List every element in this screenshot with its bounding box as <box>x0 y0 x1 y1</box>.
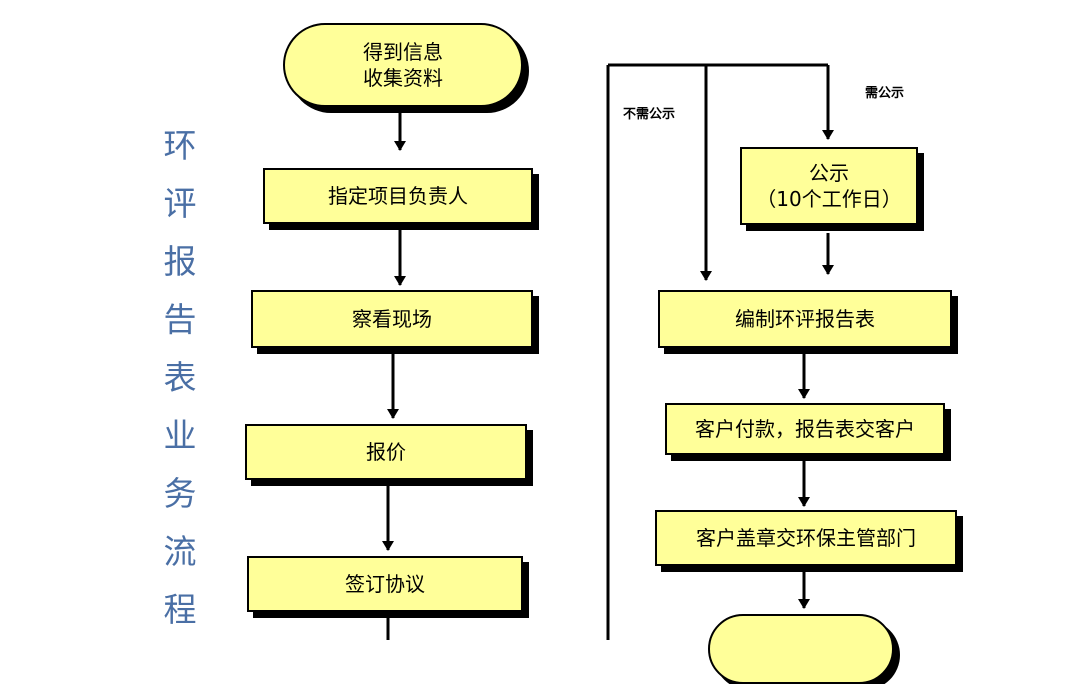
label-no-publicity: 不需公示 <box>623 107 676 122</box>
step-label: 编制环评报告表 <box>735 307 875 331</box>
label-need-publicity: 需公示 <box>865 86 905 101</box>
step-quotation: 报价 <box>245 424 527 480</box>
title-char: 流 <box>163 532 197 571</box>
title-char: 报 <box>163 242 197 281</box>
title-char: 业 <box>163 416 197 455</box>
vertical-title: 环 评 报 告 表 业 务 流 程 <box>158 124 202 646</box>
step-submit-to-authority: 客户盖章交环保主管部门 <box>655 510 957 566</box>
start-line1: 得到信息 <box>363 40 443 64</box>
publicity-line2: （10个工作日） <box>756 187 902 211</box>
title-char: 告 <box>163 300 197 339</box>
step-label: 客户付款，报告表交客户 <box>695 417 915 441</box>
connector-lines <box>382 63 834 640</box>
step-label: 客户盖章交环保主管部门 <box>696 526 916 550</box>
step-assign-manager: 指定项目负责人 <box>263 168 533 224</box>
title-char: 程 <box>163 590 197 629</box>
title-char: 环 <box>163 126 197 165</box>
step-client-payment: 客户付款，报告表交客户 <box>665 403 945 455</box>
step-label: 报价 <box>366 440 406 464</box>
title-char: 评 <box>163 184 197 223</box>
start-terminal: 得到信息 收集资料 <box>283 23 523 107</box>
step-publicity: 公示 （10个工作日） <box>740 147 918 225</box>
step-label: 签订协议 <box>345 572 425 596</box>
step-label: 指定项目负责人 <box>328 184 468 208</box>
step-sign-agreement: 签订协议 <box>247 556 523 612</box>
publicity-line1: 公示 <box>809 161 849 185</box>
start-line2: 收集资料 <box>363 66 443 90</box>
title-char: 务 <box>163 474 197 513</box>
title-char: 表 <box>163 358 197 397</box>
step-compile-report: 编制环评报告表 <box>658 290 952 348</box>
end-terminal <box>708 614 894 684</box>
step-label: 察看现场 <box>352 307 432 331</box>
step-site-survey: 察看现场 <box>251 290 533 348</box>
